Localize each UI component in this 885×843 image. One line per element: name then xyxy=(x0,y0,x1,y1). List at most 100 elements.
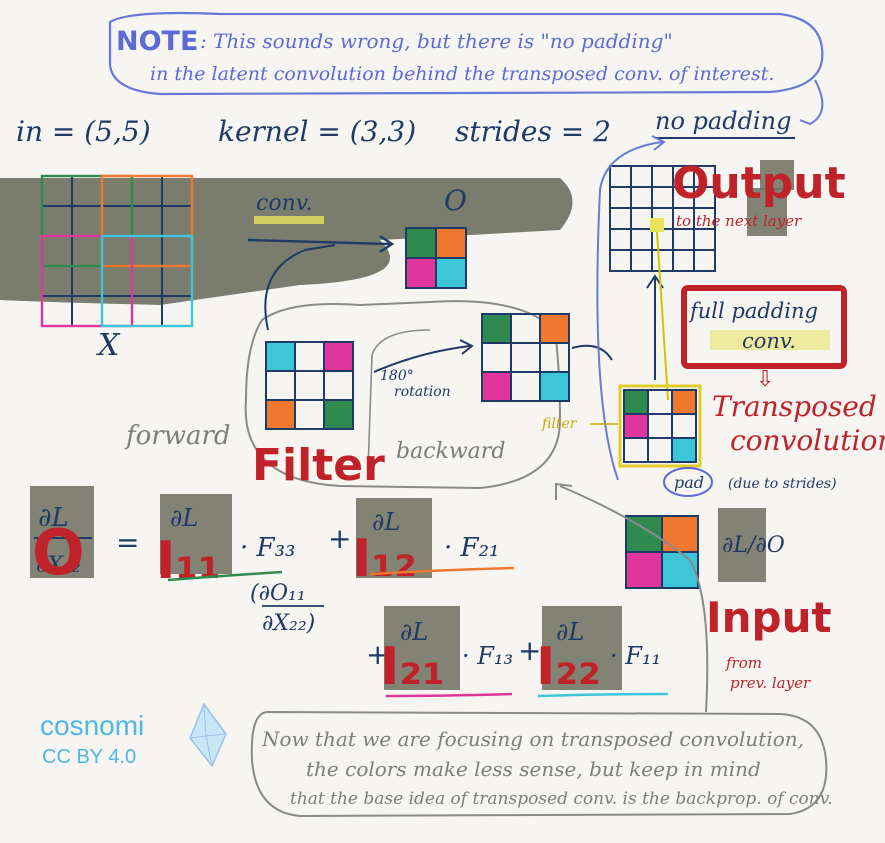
arrow-down-glyph: ⇩ xyxy=(756,367,774,392)
label-full-padding-1: full padding xyxy=(688,299,818,323)
t3-smudge xyxy=(384,606,460,690)
filter-highlight-outline xyxy=(618,384,702,468)
o-cell xyxy=(405,227,437,259)
out-cell xyxy=(651,249,674,272)
transposed-cell xyxy=(647,413,673,439)
label-convolution: convolution xyxy=(730,424,885,457)
out-cell xyxy=(609,228,632,251)
arrow-rotated-to-transposed xyxy=(571,344,613,361)
output-highlight-cell xyxy=(650,218,664,232)
out-cell xyxy=(693,228,716,251)
o-cell xyxy=(405,257,437,289)
label-filter-big: Filter xyxy=(252,440,385,491)
receptive-field-outline xyxy=(40,234,134,328)
eq-plus-1: + xyxy=(328,522,351,555)
arrow-filter-to-conv xyxy=(264,244,336,331)
filter-cell xyxy=(323,399,354,430)
eq-plus-2: + xyxy=(366,638,389,671)
logo-brand: cosnomi xyxy=(40,710,144,741)
out-cell xyxy=(630,186,653,209)
t4-underline xyxy=(537,692,669,698)
label-o: O xyxy=(444,184,467,217)
param-strides: strides = 2 xyxy=(455,115,611,148)
eq-t4-factor: · F₁₁ xyxy=(610,642,661,670)
o-cell xyxy=(435,257,467,289)
rotated-cell xyxy=(539,371,570,402)
param-kernel: kernel = (3,3) xyxy=(218,115,416,148)
eq-t1-overlay: I₁₁ xyxy=(156,531,221,591)
o-cell xyxy=(435,227,467,259)
t2-smudge xyxy=(356,498,432,578)
output-smudge-2 xyxy=(760,160,794,190)
rotated-cell xyxy=(481,371,512,402)
label-pad: pad xyxy=(674,473,704,492)
conv-highlight xyxy=(254,216,324,224)
filter-cell xyxy=(265,370,296,401)
label-rotation-deg: 180° xyxy=(380,368,414,384)
t4-smudge xyxy=(542,606,622,690)
param-in: in = (5,5) xyxy=(16,115,151,148)
grad-smudge xyxy=(718,508,766,582)
label-input: Input xyxy=(706,593,832,642)
filter-cell xyxy=(294,399,325,430)
receptive-field-outline xyxy=(40,174,134,268)
filter-cell xyxy=(265,341,296,372)
out-cell xyxy=(672,249,695,272)
eq-sub-note-bottom: ∂X₂₂) xyxy=(262,611,315,636)
out-cell xyxy=(672,228,695,251)
footer-line-1: Now that we are focusing on transposed c… xyxy=(261,727,804,751)
param-padding: no padding xyxy=(655,107,791,135)
eq-t4-overlay: I₂₂ xyxy=(536,637,601,697)
conv-arrow xyxy=(247,235,395,253)
eq-t2-overlay: I₁₂ xyxy=(352,529,417,589)
transposed-cell xyxy=(623,437,649,463)
rotated-cell xyxy=(510,342,541,373)
eq-t1-top: ∂L xyxy=(170,504,198,532)
label-output: Output xyxy=(672,158,846,209)
transposed-cell xyxy=(623,413,649,439)
out-cell xyxy=(693,249,716,272)
eq-t4-top: ∂L xyxy=(556,618,584,646)
label-transposed: Transposed xyxy=(712,390,877,423)
footer-line-3: that the base idea of transposed conv. i… xyxy=(290,789,833,809)
out-cell xyxy=(630,165,653,188)
eq-lhs-overlay: O xyxy=(32,516,85,589)
region-divider xyxy=(367,329,431,471)
label-rotation: rotation xyxy=(394,384,451,400)
lhs-smudge xyxy=(30,486,94,578)
eq-lhs-bottom: ∂X₂₂ xyxy=(36,553,81,578)
footer-arrow xyxy=(555,482,709,713)
label-to-next-layer: to the next layer xyxy=(676,212,802,230)
eq-lhs-top: ∂L xyxy=(38,503,69,533)
label-x: X xyxy=(96,328,121,363)
grad-cell xyxy=(625,551,663,589)
out-cell xyxy=(651,186,674,209)
label-prev-layer: prev. layer xyxy=(730,674,811,692)
logo-license: CC BY 4.0 xyxy=(42,746,136,768)
label-backward: backward xyxy=(396,439,505,464)
out-cell xyxy=(651,228,674,251)
eq-plus-3: + xyxy=(518,634,541,667)
grad-grid xyxy=(625,515,699,589)
receptive-field-outline xyxy=(100,234,194,328)
eq-t2-top: ∂L xyxy=(372,508,400,536)
eq-equals: = xyxy=(116,526,139,559)
forward-region xyxy=(244,300,562,490)
pad-circle xyxy=(663,467,713,497)
label-due-to-strides: (due to strides) xyxy=(728,476,837,492)
yellow-link xyxy=(656,231,669,401)
filter-grid xyxy=(265,341,354,430)
label-conv: conv. xyxy=(256,191,313,216)
t2-underline xyxy=(369,566,515,576)
filter-cell xyxy=(323,370,354,401)
out-cell xyxy=(609,186,632,209)
transposed-cell xyxy=(671,389,697,415)
t1-smudge xyxy=(160,494,232,574)
full-padding-box xyxy=(681,285,847,369)
out-cell xyxy=(609,249,632,272)
note-line-2: in the latent convolution behind the tra… xyxy=(150,63,774,85)
footer-bubble xyxy=(250,710,828,818)
rotation-arrow xyxy=(373,339,474,373)
